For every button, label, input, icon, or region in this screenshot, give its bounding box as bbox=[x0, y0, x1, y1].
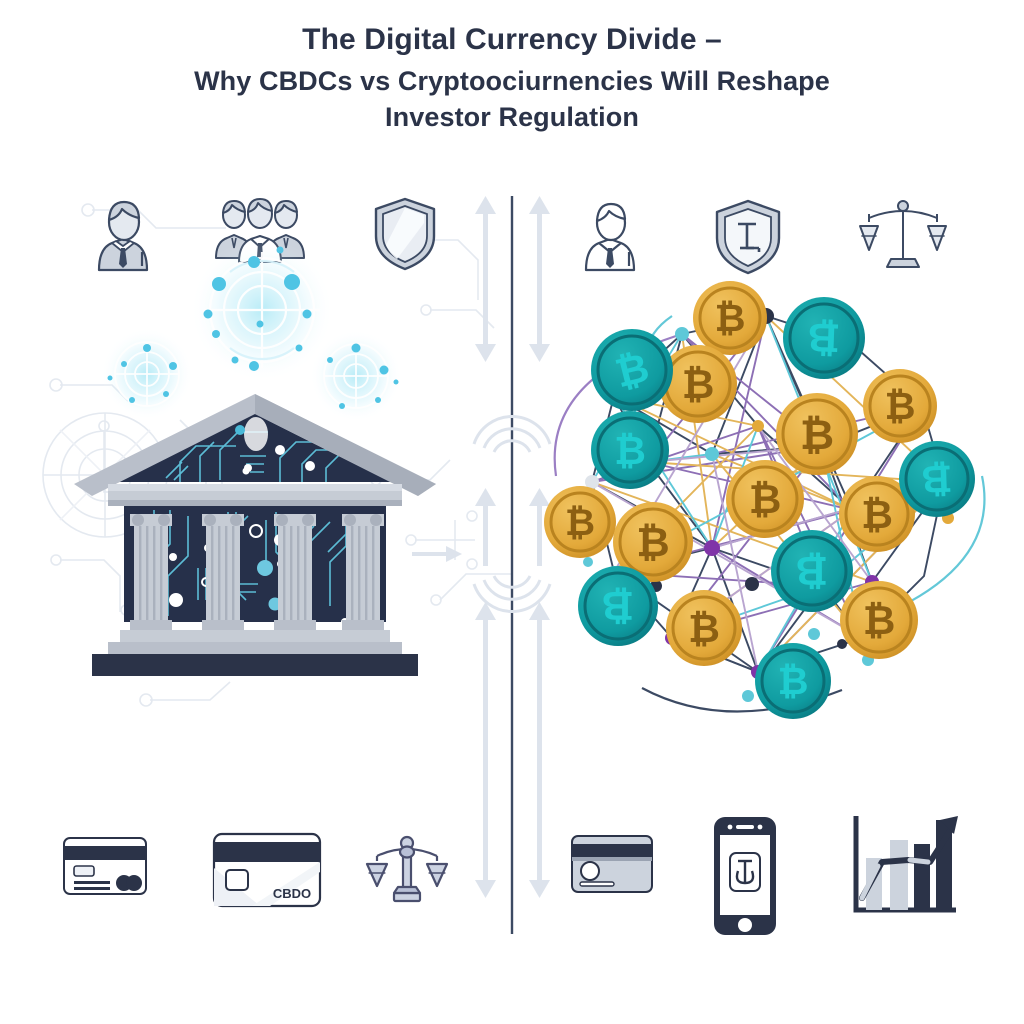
svg-text:₿: ₿ bbox=[807, 314, 841, 359]
cbdc-card-label: CBDO bbox=[273, 886, 311, 901]
left-icon-investor-person[interactable] bbox=[85, 196, 163, 274]
growth-bar-chart-icon bbox=[853, 816, 958, 913]
central-bank-building bbox=[70, 392, 440, 692]
page-title: The Digital Currency Divide – Why CBDCs … bbox=[0, 22, 1024, 133]
signal-arcs-lower bbox=[472, 575, 552, 614]
investor-person-outline-icon bbox=[584, 202, 636, 272]
right-icon-shield-legal[interactable] bbox=[712, 198, 784, 276]
coin-bitcoin-gold: ₿ bbox=[693, 281, 767, 355]
svg-text:₿: ₿ bbox=[602, 583, 635, 627]
coin-crypto-teal: ₿ bbox=[591, 411, 669, 489]
svg-text:₿: ₿ bbox=[636, 519, 669, 565]
svg-text:₿: ₿ bbox=[796, 548, 829, 592]
coin-bitcoin-gold: ₿ bbox=[776, 393, 858, 475]
svg-text:₿: ₿ bbox=[715, 298, 746, 340]
coin-bitcoin-gold: ₿ bbox=[544, 486, 616, 558]
left-icon-shield[interactable] bbox=[372, 196, 438, 272]
svg-text:₿: ₿ bbox=[614, 430, 646, 473]
coin-crypto-teal: ₿ bbox=[899, 441, 975, 517]
left-icon-scales-of-justice[interactable] bbox=[364, 832, 450, 908]
coin-bitcoin-gold: ₿ bbox=[863, 369, 937, 443]
left-icon-credit-card-back[interactable] bbox=[62, 836, 148, 896]
coin-crypto-teal: ₿ bbox=[755, 643, 831, 719]
vertical-divider bbox=[412, 196, 572, 934]
coin-crypto-teal: ₿ bbox=[771, 530, 853, 612]
shield-icon bbox=[374, 197, 436, 271]
coin-bitcoin-gold: ₿ bbox=[613, 502, 693, 582]
coin-crypto-teal: ₿ bbox=[578, 566, 658, 646]
flow-arrow-down-right bbox=[529, 344, 550, 362]
coins: ₿ ₿ ₿ ₿ ₿ bbox=[544, 281, 975, 719]
coin-bitcoin-gold: ₿ bbox=[666, 590, 742, 666]
scales-of-justice-icon bbox=[859, 200, 947, 268]
svg-text:₿: ₿ bbox=[921, 456, 953, 499]
svg-text:₿: ₿ bbox=[861, 494, 893, 537]
mobile-wallet-icon bbox=[714, 817, 776, 935]
flow-arrow-up-right bbox=[529, 196, 550, 350]
svg-text:₿: ₿ bbox=[863, 599, 896, 643]
left-tech-hud-group bbox=[96, 238, 426, 438]
svg-text:₿: ₿ bbox=[885, 386, 916, 428]
coin-bitcoin-gold: ₿ bbox=[839, 476, 915, 552]
crypto-network-graph: ₿ ₿ ₿ ₿ ₿ bbox=[544, 281, 988, 719]
svg-text:₿: ₿ bbox=[778, 661, 809, 703]
scales-of-justice-icon bbox=[365, 835, 449, 903]
coin-bitcoin-gold: ₿ bbox=[726, 460, 804, 538]
credit-card-back-icon bbox=[63, 837, 147, 895]
right-icon-mobile-wallet[interactable] bbox=[712, 815, 778, 937]
left-icon-cbdc-card[interactable]: CBDO bbox=[212, 832, 322, 908]
right-icon-growth-bar-chart[interactable] bbox=[848, 814, 960, 918]
flow-arrow-up-right-lower bbox=[529, 602, 550, 898]
credit-card-front-icon bbox=[571, 835, 653, 893]
svg-text:₿: ₿ bbox=[682, 363, 715, 407]
flow-arrow-up-left-mid bbox=[475, 488, 496, 566]
svg-text:₿: ₿ bbox=[565, 502, 595, 543]
flow-arrow-down-left bbox=[475, 344, 496, 362]
coin-crypto-teal: ₿ bbox=[591, 329, 673, 411]
coin-crypto-teal: ₿ bbox=[783, 297, 865, 379]
coin-bitcoin-gold: ₿ bbox=[659, 345, 737, 423]
title-line-1: The Digital Currency Divide – bbox=[302, 23, 722, 56]
investor-person-icon bbox=[97, 200, 149, 272]
flow-arrows bbox=[475, 196, 550, 898]
svg-text:₿: ₿ bbox=[749, 478, 782, 522]
title-line-2: Why CBDCs vs Cryptoociurnencies Will Res… bbox=[194, 65, 830, 96]
coin-bitcoin-gold: ₿ bbox=[840, 581, 918, 659]
title-line-3: Investor Regulation bbox=[385, 101, 639, 132]
svg-text:₿: ₿ bbox=[800, 411, 834, 458]
signal-arcs-upper bbox=[472, 414, 552, 453]
flow-arrow-up-right-mid bbox=[529, 488, 550, 566]
cbdc-card-icon: CBDO bbox=[212, 832, 322, 908]
inbound-arrow-left bbox=[412, 546, 462, 562]
right-icon-credit-card-front[interactable] bbox=[570, 834, 654, 894]
right-icon-scales-of-justice[interactable] bbox=[858, 196, 948, 274]
chart-bar-2 bbox=[890, 840, 908, 910]
chart-bar-3 bbox=[914, 844, 930, 910]
svg-text:₿: ₿ bbox=[688, 608, 720, 651]
flow-arrow-up-left bbox=[475, 196, 496, 350]
shield-legal-icon bbox=[715, 199, 781, 275]
right-icon-investor-person-outline[interactable] bbox=[576, 198, 650, 274]
flow-arrow-up-left-lower bbox=[475, 602, 496, 898]
